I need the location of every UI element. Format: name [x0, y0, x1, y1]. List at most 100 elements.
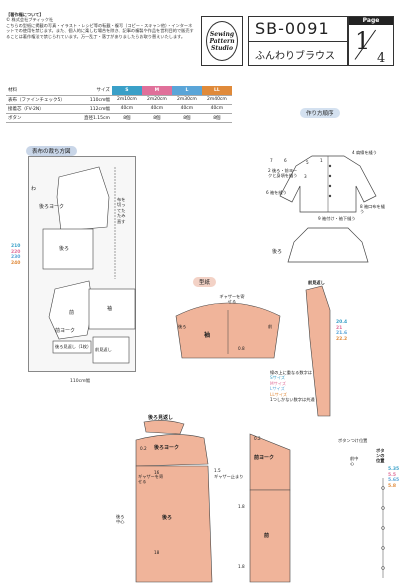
body-pattern: 後ろ見返し 後ろヨーク 後ろ 前ヨーク 前 後ろ中心 ギャザー止まり ギャザーを…: [114, 414, 294, 584]
legend-s: Sサイズ: [270, 375, 286, 381]
sleeve-label: 袖: [204, 332, 211, 339]
button-value-s: 5.35: [388, 467, 400, 472]
button-mark-icon: [381, 566, 385, 570]
size-ll: LL: [201, 86, 232, 96]
steps-section-title: 作り方順序: [300, 108, 340, 118]
cutting-layout-diagram: [42, 166, 136, 364]
back-yoke-label: 後ろヨーク: [154, 445, 180, 451]
layout-label-back-facing: 後ろ見返し（1枚）: [55, 344, 92, 349]
size-legend: 線の上に重なる数字は Sサイズ Mサイズ Lサイズ LLサイズ 1つしかない数字…: [270, 370, 360, 402]
sleeve-gathers-note: ギャザーを寄せる: [219, 294, 245, 305]
height-value-l: 230: [11, 255, 21, 261]
button-dot-icon: [328, 184, 332, 188]
logo-line-3: Studio: [211, 44, 233, 52]
facing-value-l: 21.6: [336, 331, 348, 337]
sleeve-pattern: 袖 ギャザーを寄せる 後ろ 前 0.8: [172, 290, 284, 364]
material-value: 40cm: [111, 104, 142, 114]
button-guide: ボタンの位置 5.35 5.5 5.65 5.8: [376, 448, 414, 584]
front-yoke-label: 前ヨーク: [254, 455, 275, 461]
button-value-ll: 5.8: [388, 483, 396, 489]
layout-label-front: 前: [69, 310, 75, 316]
legend-note: 1つしかない数字は共通: [270, 397, 315, 403]
copyright-company: © 株式会社ブティック社: [6, 17, 54, 23]
back-piece: [135, 465, 213, 583]
step-6b: 6 袖を縫う: [266, 190, 287, 195]
sleeve-front-label: 前: [268, 324, 273, 329]
material-note: 110cm幅: [66, 95, 112, 105]
materials-size-label: サイズ: [66, 86, 112, 96]
material-value: 40cm: [201, 104, 232, 114]
material-value: 2m10cm: [111, 95, 142, 105]
legend-title: 線の上に重なる数字は: [270, 370, 312, 375]
button-dot-icon: [328, 194, 332, 198]
dim-18: 18: [154, 550, 160, 555]
materials-row: ボタン 直径1.15cm 8個 8個 8個 8個: [6, 113, 232, 123]
layout-cut-note: 布を切ってたたみ直す: [117, 197, 126, 224]
button-value-m: 5.5: [388, 472, 396, 478]
material-value: 40cm: [171, 104, 202, 114]
copyright-title: 【著作権について】: [6, 12, 44, 17]
material-note: 112cm幅: [66, 104, 112, 114]
button-mark-icon: [381, 526, 385, 530]
layout-piece-back-facing: [52, 340, 92, 354]
blouse-illustration: [279, 155, 377, 263]
facing-value-ll: 22.2: [336, 336, 348, 342]
material-label: 表布（ファインチェック5）: [6, 95, 67, 105]
back-facing-label: 後ろ見返し: [148, 415, 174, 421]
layout-fold-mark: わ: [31, 186, 37, 192]
body-pattern-shapes: [135, 420, 291, 583]
button-column: [381, 478, 385, 578]
sleeve-shape: [175, 302, 281, 359]
layout-height-values: 210 220 230 240: [11, 244, 20, 266]
materials-header-row: 材料 サイズ S M L LL: [6, 86, 232, 96]
logo-line-1: Sewing: [209, 30, 235, 38]
step-7: 7: [270, 158, 273, 163]
material-value: 2m20cm: [141, 95, 172, 105]
facing-value-m: 21: [336, 325, 343, 331]
size-m: M: [141, 86, 172, 96]
front-facing-values: 20.4 21 21.6 22.2: [336, 320, 347, 342]
dim-16: 16: [154, 470, 160, 475]
legend-ll: LLサイズ: [270, 391, 288, 397]
step-3: 3: [304, 174, 307, 179]
back-yoke-piece: [135, 434, 209, 467]
back-gathers-note: ギャザーを寄せる: [138, 474, 164, 485]
material-value: 8個: [141, 113, 172, 123]
sleeve-measure: 0.8: [238, 346, 245, 351]
button-mark-icon: [381, 546, 385, 550]
material-value: 40cm: [141, 104, 172, 114]
front-facing-pattern: 前見返し 20.4 21 21.6 22.2: [296, 280, 347, 420]
button-value-l: 5.65: [388, 478, 400, 484]
back-center-label: 後ろ中心: [116, 514, 125, 525]
front-facing-title: 前見返し: [308, 280, 325, 285]
materials-row: 表布（ファインチェック5） 110cm幅 2m10cm 2m20cm 2m30c…: [6, 95, 232, 105]
size-l: L: [171, 86, 202, 96]
material-value: 8個: [171, 113, 202, 123]
step-1: 1: [320, 158, 323, 163]
button-position-label: ボタンつけ位置: [338, 438, 368, 443]
layout-label-front-facing: 前見返し: [95, 347, 112, 352]
layout-piece-front: [48, 280, 94, 340]
front-center-label: 前中心: [350, 456, 359, 467]
material-label: 接着芯（FV-2N）: [6, 104, 67, 114]
button-guide-title: ボタンの位置: [376, 448, 385, 463]
height-value-s: 210: [11, 244, 21, 249]
dim-0-2: 0.2: [140, 446, 147, 451]
step-2: 2 後ろ・前ヨークと身頃を縫う: [268, 168, 298, 179]
material-value: 2m30cm: [171, 95, 202, 105]
dim-1-5: 1.5: [214, 468, 221, 473]
legend-l: Lサイズ: [270, 386, 285, 392]
blouse-back-illustration: [287, 227, 369, 263]
materials-row: 接着芯（FV-2N） 112cm幅 40cm 40cm 40cm 40cm: [6, 104, 232, 114]
pattern-section-title: 型紙: [193, 277, 217, 287]
front-facing-shape: [305, 285, 331, 417]
material-label: ボタン: [6, 113, 67, 123]
sleeve-back-label: 後ろ: [178, 324, 187, 329]
code-divider: [249, 41, 347, 42]
layout-piece-back-yoke: [56, 166, 110, 232]
materials-table: 材料 サイズ S M L LL 表布（ファインチェック5） 110cm幅 2m1…: [6, 86, 232, 123]
step-9: 9 袖付け・袖下縫う: [318, 216, 356, 221]
front-label: 前: [264, 533, 270, 539]
step-5: 5: [306, 160, 309, 165]
button-mark-icon: [381, 506, 385, 510]
